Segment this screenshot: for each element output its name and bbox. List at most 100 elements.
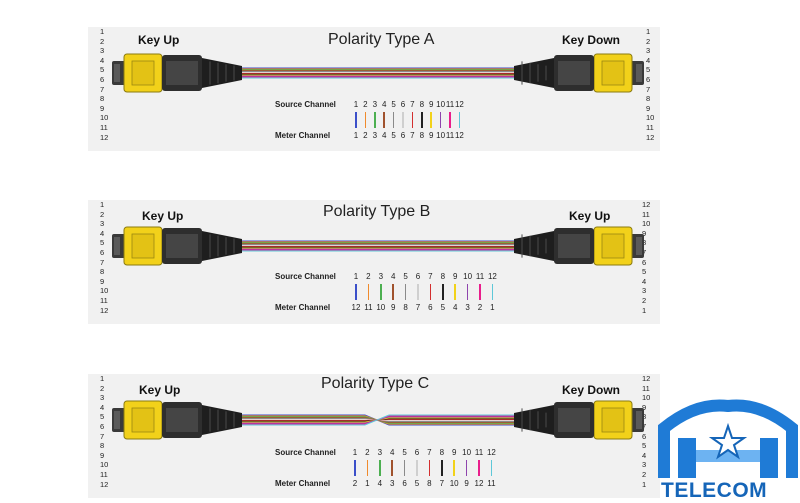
channel-fiber-line xyxy=(366,460,369,476)
channel-fiber-line xyxy=(453,460,455,476)
meter-channel-number: 7 xyxy=(439,479,445,488)
fiber-number: 9 xyxy=(642,228,647,238)
connector-key xyxy=(131,233,155,259)
channel-fiber-line xyxy=(402,112,404,128)
source-channel-number: 4 xyxy=(381,100,387,109)
fiber-number: 5 xyxy=(646,65,651,75)
fiber-number: 8 xyxy=(100,267,105,277)
channel-fiber-line xyxy=(404,284,407,300)
source-channel-number: 1 xyxy=(353,100,359,109)
meter-channel-number: 12 xyxy=(454,131,464,140)
source-channel-number: 10 xyxy=(463,272,473,281)
connector-boot xyxy=(202,58,242,88)
fiber-number: 10 xyxy=(100,460,109,470)
fiber-number: 3 xyxy=(100,219,105,229)
fiber-number: 4 xyxy=(646,55,651,65)
fiber-number: 9 xyxy=(100,276,105,286)
source-channel-number: 5 xyxy=(403,272,408,281)
fiber-number: 3 xyxy=(100,393,105,403)
ferrule-face xyxy=(114,64,120,82)
fiber-number: 6 xyxy=(100,421,105,431)
housing-grip xyxy=(166,234,198,258)
channel-fiber-line xyxy=(354,460,356,476)
channel-fiber-line xyxy=(383,112,385,128)
fiber-number: 11 xyxy=(100,122,108,132)
fiber-number: 5 xyxy=(100,65,105,75)
mpo-connector xyxy=(112,53,242,93)
housing-grip xyxy=(558,408,590,432)
fiber-number: 4 xyxy=(100,228,105,238)
fiber-number: 11 xyxy=(642,209,650,219)
meter-channel-label: Meter Channel xyxy=(275,303,331,312)
meter-channel-number: 11 xyxy=(364,303,373,312)
fiber-number: 8 xyxy=(646,94,651,104)
housing-grip xyxy=(558,234,590,258)
channel-fiber-line xyxy=(380,284,382,300)
fiber-number: 11 xyxy=(646,122,654,132)
source-channel-number: 1 xyxy=(352,448,358,457)
meter-channel-number: 4 xyxy=(377,479,383,488)
channel-fiber-line xyxy=(454,284,456,300)
connector-key xyxy=(601,407,625,433)
fiber-number: 8 xyxy=(100,94,105,104)
source-channel-number: 4 xyxy=(389,448,395,457)
fiber-number: 10 xyxy=(100,113,109,123)
ferrule-face xyxy=(636,64,642,82)
meter-channel-number: 1 xyxy=(490,303,495,312)
left-key-label: Key Up xyxy=(142,209,184,223)
meter-channel-label: Meter Channel xyxy=(275,479,331,488)
source-channel-number: 7 xyxy=(428,272,433,281)
connector-key xyxy=(131,60,155,86)
fiber-number: 7 xyxy=(100,431,105,441)
right-key-label: Key Down xyxy=(562,33,621,47)
meter-channel-number: 5 xyxy=(414,479,420,488)
fiber-number: 1 xyxy=(100,27,105,36)
fiber-number: 2 xyxy=(100,36,105,46)
channel-fiber-line xyxy=(411,112,414,128)
channel-fiber-line xyxy=(442,284,444,300)
fiber-number: 2 xyxy=(642,469,647,479)
fiber-number: 9 xyxy=(100,450,105,460)
channel-fiber-line xyxy=(355,284,357,300)
mpo-connector xyxy=(514,226,644,266)
left-key-label: Key Up xyxy=(138,33,180,47)
channel-fiber-line xyxy=(429,284,432,300)
meter-channel-number: 5 xyxy=(391,131,396,140)
channel-fiber-line xyxy=(416,460,418,476)
source-channel-number: 11 xyxy=(475,272,485,281)
channel-fiber-line xyxy=(374,112,376,128)
channel-fiber-line xyxy=(479,284,481,300)
source-channel-number: 2 xyxy=(366,272,371,281)
fiber-number: 9 xyxy=(100,103,105,113)
meter-channel-number: 10 xyxy=(376,303,386,312)
source-channel-number: 3 xyxy=(372,100,378,109)
fiber-number: 12 xyxy=(100,305,109,315)
fiber-number: 2 xyxy=(646,36,651,46)
fiber-number: 3 xyxy=(646,46,651,56)
fiber-number: 4 xyxy=(100,402,105,412)
housing-grip xyxy=(166,61,198,85)
source-channel-number: 9 xyxy=(451,448,457,457)
meter-channel-number: 11 xyxy=(487,479,496,488)
fiber-number: 12 xyxy=(100,132,109,142)
meter-channel-number: 8 xyxy=(403,303,408,312)
fiber-number: 6 xyxy=(642,257,647,267)
meter-channel-number: 6 xyxy=(402,479,407,488)
fiber-number: 1 xyxy=(642,305,647,315)
fiber-number: 4 xyxy=(642,276,647,286)
channel-fiber-line xyxy=(421,112,423,128)
fiber-number: 12 xyxy=(642,374,651,383)
fiber-number: 5 xyxy=(100,238,105,248)
fiber-number: 10 xyxy=(642,393,651,403)
channel-fiber-line xyxy=(428,460,431,476)
meter-channel-number: 4 xyxy=(452,303,458,312)
fiber-number: 7 xyxy=(100,257,105,267)
meter-channel-number: 2 xyxy=(352,479,358,488)
channel-fiber-line xyxy=(491,284,494,300)
housing-grip xyxy=(166,408,198,432)
ferrule-face xyxy=(636,411,642,429)
channel-fiber-line xyxy=(490,460,493,476)
